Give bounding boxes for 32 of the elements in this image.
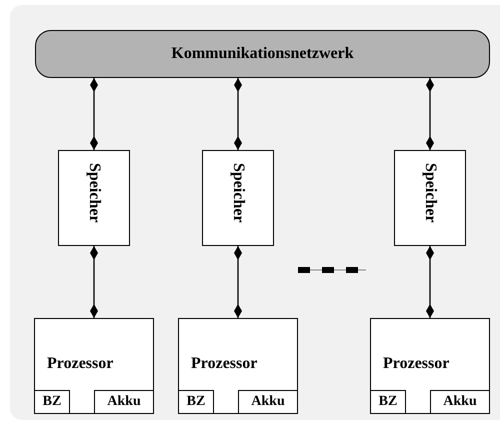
- node-label: Speicher: [422, 163, 438, 225]
- component-box: [34, 390, 70, 414]
- node-label: Prozessor: [47, 354, 114, 374]
- component-box: [370, 390, 406, 414]
- network-bar: [35, 30, 490, 78]
- node-label: Akku: [107, 395, 141, 409]
- node-label: Kommunikationsnetzwerk: [171, 44, 354, 64]
- memory-box: [394, 150, 466, 246]
- component-box: [238, 390, 298, 414]
- node-label: Akku: [443, 395, 477, 409]
- connector: [426, 246, 434, 318]
- connector: [426, 78, 434, 150]
- connector: [90, 78, 98, 150]
- node-label: Speicher: [230, 163, 246, 225]
- node-label: BZ: [186, 395, 206, 409]
- node-label: BZ: [378, 395, 398, 409]
- processor-box: [178, 318, 298, 414]
- processor-box: [34, 318, 154, 414]
- memory-box: [202, 150, 274, 246]
- node-label: Speicher: [86, 163, 102, 225]
- node-label: Akku: [251, 395, 285, 409]
- connector: [234, 78, 242, 150]
- node-label: Prozessor: [191, 354, 258, 374]
- component-box: [178, 390, 214, 414]
- node-label: BZ: [42, 395, 62, 409]
- component-box: [430, 390, 490, 414]
- connector: [90, 246, 98, 318]
- node-label: Prozessor: [383, 354, 450, 374]
- memory-box: [58, 150, 130, 246]
- processor-box: [370, 318, 490, 414]
- component-box: [94, 390, 154, 414]
- connector: [234, 246, 242, 318]
